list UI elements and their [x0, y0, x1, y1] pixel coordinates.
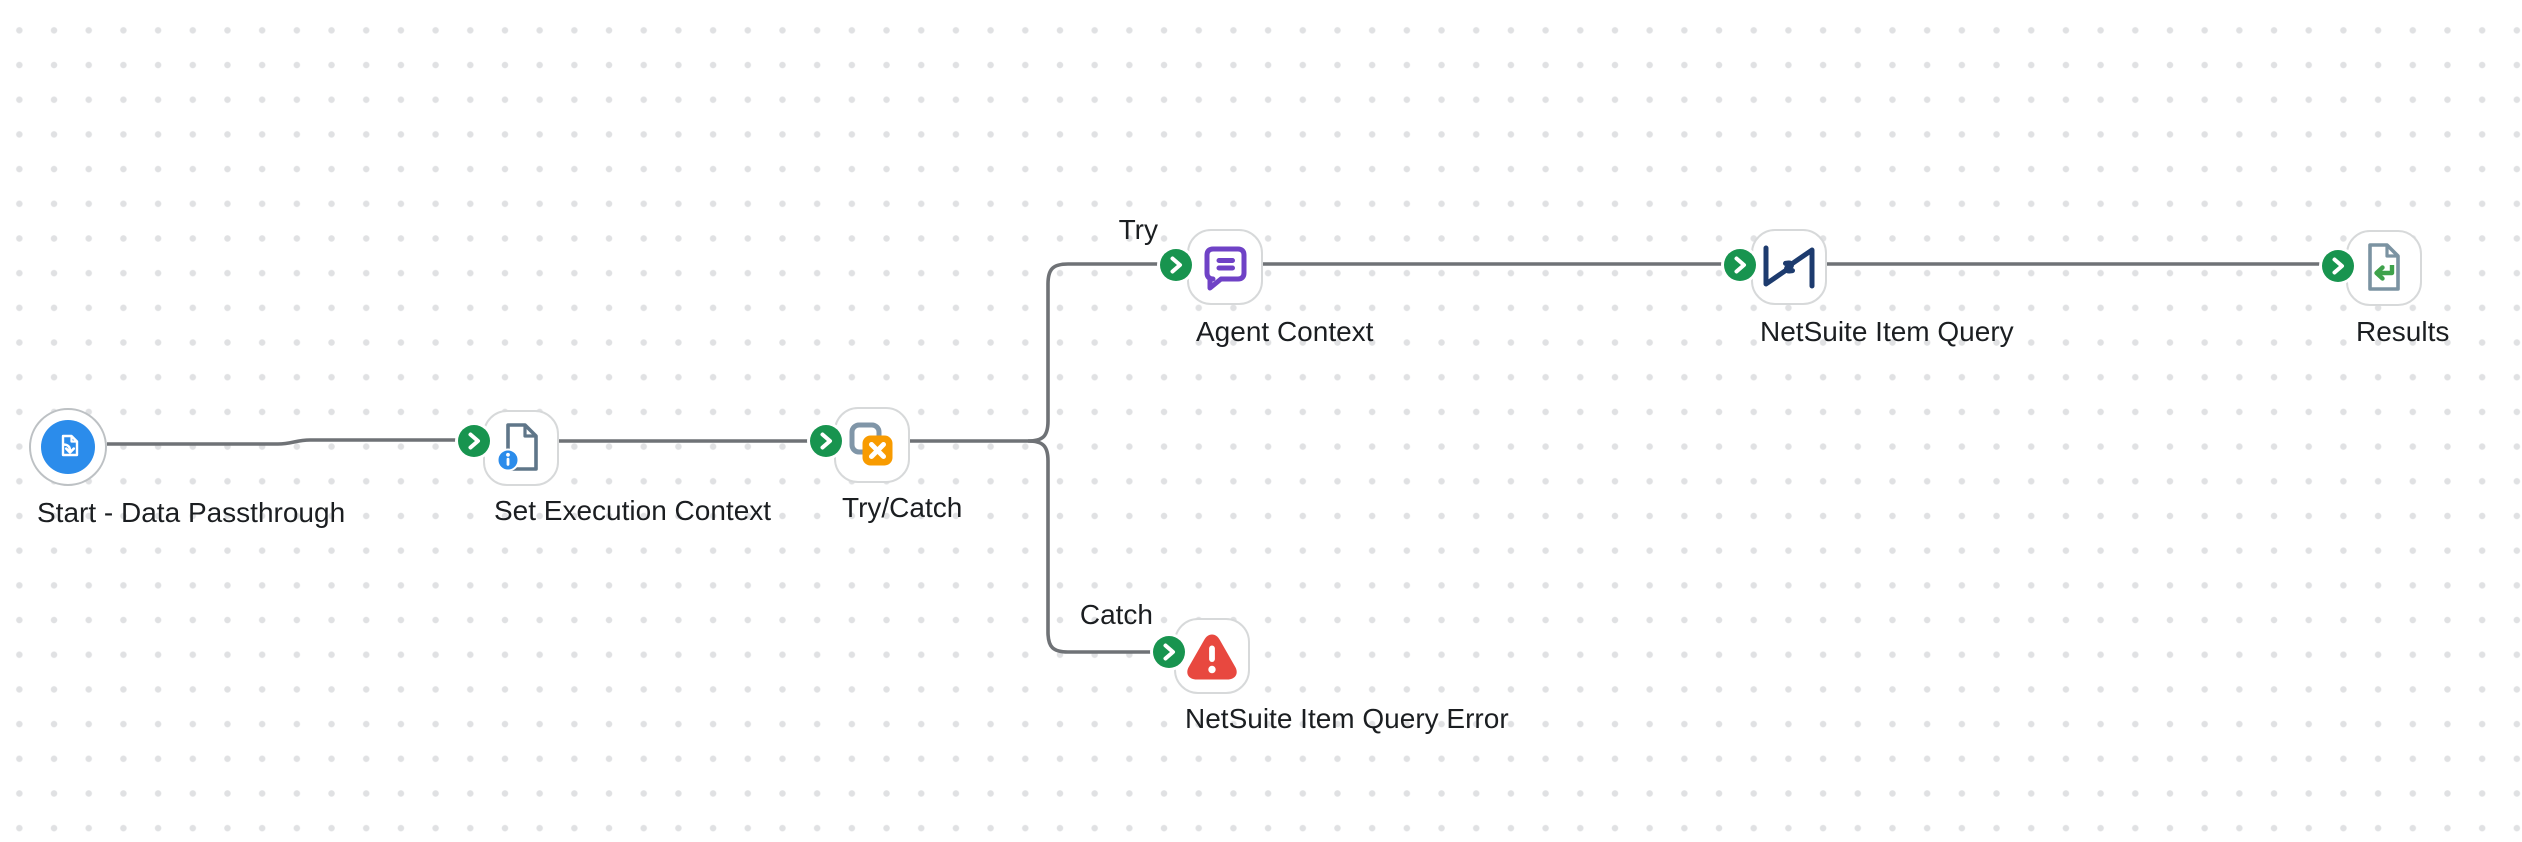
node-label-agent-context: Agent Context: [1196, 316, 1374, 347]
node-label-try-catch: Try/Catch: [842, 492, 963, 523]
node-label-set-execution-context: Set Execution Context: [494, 495, 772, 526]
return-document-icon: [2368, 243, 2400, 291]
node-label-start: Start - Data Passthrough: [37, 497, 346, 528]
edge-catch-branch: [1027, 439, 1156, 654]
chevron-right-icon: [468, 432, 480, 450]
node-results[interactable]: [2346, 230, 2422, 306]
netsuite-bowtie-icon: [1763, 245, 1815, 289]
chevron-right-icon: [1170, 256, 1182, 274]
start-badge: [41, 420, 95, 474]
document-info-icon: [496, 423, 538, 472]
node-set-execution-context[interactable]: [483, 410, 559, 486]
input-port-try-catch[interactable]: [810, 425, 842, 457]
chevron-right-icon: [1163, 643, 1175, 661]
input-port-netsuite-item-query-error[interactable]: [1153, 636, 1185, 668]
branch-label-catch: Catch: [1079, 599, 1153, 630]
input-port-set-execution-context[interactable]: [458, 425, 490, 457]
edge-start-to-set-execution-context: [107, 438, 461, 446]
chevron-right-icon: [1734, 256, 1746, 274]
edge-try-branch: [909, 262, 1163, 443]
node-start[interactable]: [29, 408, 107, 486]
node-netsuite-item-query-error[interactable]: [1174, 618, 1250, 694]
data-passthrough-icon: [61, 434, 79, 457]
input-port-agent-context[interactable]: [1160, 249, 1192, 281]
chat-bubble-icon: [1204, 246, 1247, 291]
node-label-netsuite-item-query: NetSuite Item Query: [1760, 316, 2014, 347]
try-catch-icon: [849, 422, 893, 466]
node-agent-context[interactable]: [1187, 229, 1263, 305]
branch-label-try: Try: [1118, 214, 1158, 245]
chevron-right-icon: [820, 432, 832, 450]
node-label-results: Results: [2356, 316, 2450, 347]
node-netsuite-item-query[interactable]: [1751, 229, 1827, 305]
node-try-catch[interactable]: [834, 407, 910, 483]
input-port-results[interactable]: [2322, 250, 2354, 282]
input-port-netsuite-item-query[interactable]: [1724, 249, 1756, 281]
warning-triangle-icon: [1187, 634, 1237, 680]
chevron-right-icon: [2332, 257, 2344, 275]
node-label-netsuite-item-query-error: NetSuite Item Query Error: [1185, 703, 1509, 734]
